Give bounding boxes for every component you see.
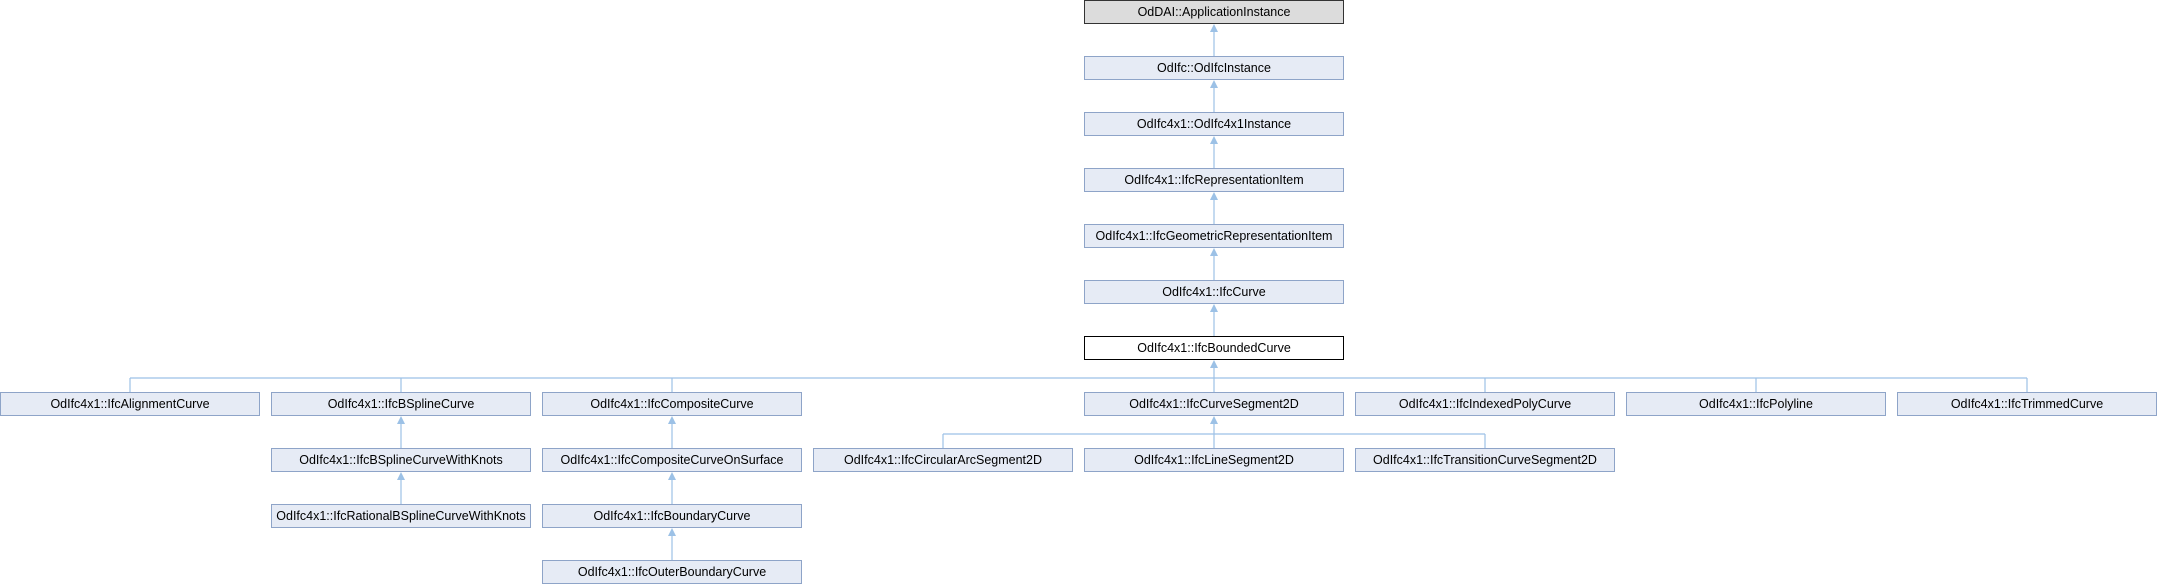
inheritance-arrowhead <box>1210 248 1218 256</box>
node-bspline-curve-with-knots[interactable]: OdIfc4x1::IfcBSplineCurveWithKnots <box>271 448 531 472</box>
node-composite-curve-on-surface[interactable]: OdIfc4x1::IfcCompositeCurveOnSurface <box>542 448 802 472</box>
node-composite-curve[interactable]: OdIfc4x1::IfcCompositeCurve <box>542 392 802 416</box>
node-transition-curve-segment-2d[interactable]: OdIfc4x1::IfcTransitionCurveSegment2D <box>1355 448 1615 472</box>
node-outer-boundary-curve[interactable]: OdIfc4x1::IfcOuterBoundaryCurve <box>542 560 802 584</box>
node-representation-item[interactable]: OdIfc4x1::IfcRepresentationItem <box>1084 168 1344 192</box>
inheritance-arrowhead <box>668 416 676 424</box>
node-odifc-instance[interactable]: OdIfc::OdIfcInstance <box>1084 56 1344 80</box>
node-geometric-representation-item[interactable]: OdIfc4x1::IfcGeometricRepresentationItem <box>1084 224 1344 248</box>
inheritance-arrowhead <box>1210 304 1218 312</box>
node-line-segment-2d[interactable]: OdIfc4x1::IfcLineSegment2D <box>1084 448 1344 472</box>
inheritance-arrowhead <box>1210 360 1218 368</box>
node-rational-bspline-curve-with-knots[interactable]: OdIfc4x1::IfcRationalBSplineCurveWithKno… <box>271 504 531 528</box>
inheritance-arrowhead <box>1210 192 1218 200</box>
node-alignment-curve[interactable]: OdIfc4x1::IfcAlignmentCurve <box>0 392 260 416</box>
node-curve[interactable]: OdIfc4x1::IfcCurve <box>1084 280 1344 304</box>
node-application-instance[interactable]: OdDAI::ApplicationInstance <box>1084 0 1344 24</box>
node-curve-segment-2d[interactable]: OdIfc4x1::IfcCurveSegment2D <box>1084 392 1344 416</box>
inheritance-arrowhead <box>1210 24 1218 32</box>
inheritance-arrowhead <box>668 528 676 536</box>
node-bspline-curve[interactable]: OdIfc4x1::IfcBSplineCurve <box>271 392 531 416</box>
node-boundary-curve[interactable]: OdIfc4x1::IfcBoundaryCurve <box>542 504 802 528</box>
node-circular-arc-segment-2d[interactable]: OdIfc4x1::IfcCircularArcSegment2D <box>813 448 1073 472</box>
inheritance-arrowhead <box>1210 136 1218 144</box>
node-indexed-poly-curve[interactable]: OdIfc4x1::IfcIndexedPolyCurve <box>1355 392 1615 416</box>
inheritance-arrowhead <box>1210 416 1218 424</box>
inheritance-arrowhead <box>397 472 405 480</box>
node-polyline[interactable]: OdIfc4x1::IfcPolyline <box>1626 392 1886 416</box>
inheritance-arrowhead <box>1210 80 1218 88</box>
node-trimmed-curve[interactable]: OdIfc4x1::IfcTrimmedCurve <box>1897 392 2157 416</box>
inheritance-arrowhead <box>397 416 405 424</box>
node-bounded-curve: OdIfc4x1::IfcBoundedCurve <box>1084 336 1344 360</box>
node-odifc4x1-instance[interactable]: OdIfc4x1::OdIfc4x1Instance <box>1084 112 1344 136</box>
inheritance-arrowhead <box>668 472 676 480</box>
